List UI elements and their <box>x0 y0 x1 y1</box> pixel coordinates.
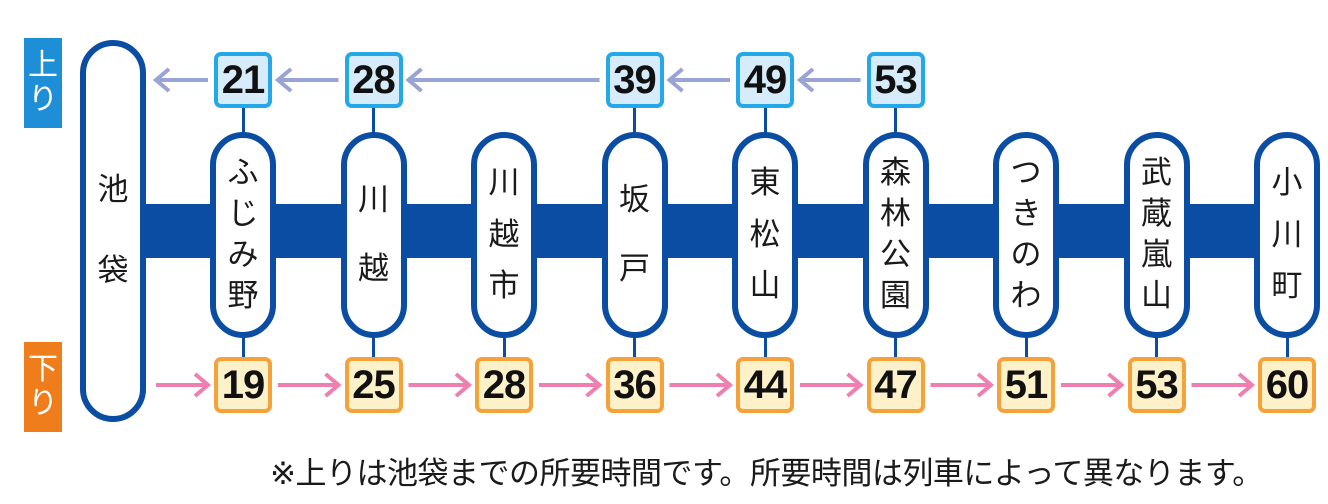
station-name-char: 山 <box>749 267 781 304</box>
down-time-box: 47 <box>866 357 925 413</box>
up-arrow <box>152 67 208 93</box>
station-name-char: 園 <box>880 278 911 314</box>
down-time-box: 60 <box>1258 357 1316 413</box>
up-time-box: 39 <box>605 52 664 108</box>
station-pill: 川越市 <box>471 132 537 338</box>
station-name-char: 坂 <box>619 182 650 219</box>
station-name-char: 公 <box>880 237 911 273</box>
origin-name-char-2: 袋 <box>97 252 129 289</box>
rail-line <box>140 204 1270 258</box>
up-time-box: 49 <box>736 52 794 108</box>
down-arrow <box>408 372 473 398</box>
station-name-char: 東 <box>749 165 781 202</box>
station-name-char: 武 <box>1141 155 1172 191</box>
up-direction-tag: 上 り <box>24 38 62 128</box>
down-arrow <box>1191 372 1256 398</box>
down-arrow <box>800 372 864 398</box>
station-pill: 川越 <box>340 132 407 338</box>
station-name-char: 川 <box>488 165 520 202</box>
down-arrow <box>669 372 734 398</box>
connector-down <box>633 336 636 360</box>
station-name-char: つ <box>1010 155 1042 191</box>
up-arrow <box>405 67 600 93</box>
down-time-box: 51 <box>997 357 1055 413</box>
up-tag-char-2: り <box>28 82 58 117</box>
station-name-char: 野 <box>227 278 259 314</box>
down-time-box: 28 <box>475 357 533 413</box>
origin-name-char-1: 池 <box>97 172 129 209</box>
down-arrow <box>1061 372 1125 398</box>
down-arrow <box>930 372 995 398</box>
station-name-char: 越 <box>488 216 520 253</box>
down-time-box: 53 <box>1127 357 1186 413</box>
down-time-box: 44 <box>736 357 794 413</box>
station-name-char: 松 <box>749 216 781 253</box>
station-name-char: 嵐 <box>1141 237 1172 273</box>
station-origin-ikebukuro: 池 袋 <box>80 40 146 422</box>
connector-down <box>894 336 897 360</box>
station-name-char: 川 <box>358 182 389 219</box>
station-name-char: わ <box>1010 278 1042 314</box>
station-name-char: 町 <box>1271 267 1303 304</box>
station-name-char: 市 <box>488 267 520 304</box>
up-tag-char-1: 上 <box>28 48 58 83</box>
up-arrow <box>666 67 730 93</box>
station-name-char: 小 <box>1271 165 1303 202</box>
station-pill: ふじみ野 <box>210 132 276 338</box>
station-name-char: 山 <box>1141 278 1172 314</box>
station-pill: 小川町 <box>1254 132 1320 338</box>
down-time-box: 19 <box>214 357 272 413</box>
up-time-box: 21 <box>214 52 272 108</box>
up-time-box: 28 <box>344 52 403 108</box>
station-name-char: み <box>227 237 259 273</box>
down-tag-char-1: 下 <box>28 352 58 387</box>
station-name-char: 蔵 <box>1141 196 1172 232</box>
up-time-box: 53 <box>866 52 925 108</box>
connector-down <box>1024 336 1028 360</box>
down-arrow <box>539 372 603 398</box>
connector-up <box>894 106 897 134</box>
station-pill: 坂戸 <box>601 132 668 338</box>
station-name-char: き <box>1010 196 1042 232</box>
station-name-char: ふ <box>227 155 259 191</box>
station-name-char: 川 <box>1271 216 1303 253</box>
connector-down <box>1155 336 1158 360</box>
down-arrow <box>156 372 212 398</box>
down-direction-tag: 下 り <box>24 342 62 432</box>
connector-up <box>372 106 375 134</box>
down-time-box: 25 <box>344 357 403 413</box>
station-pill: 東松山 <box>732 132 798 338</box>
station-name-char: じ <box>227 196 259 232</box>
connector-up <box>633 106 636 134</box>
station-name-char: 戸 <box>619 250 650 287</box>
up-arrow <box>274 67 339 93</box>
station-pill: 森林公園 <box>862 132 929 338</box>
connector-down <box>1285 336 1289 360</box>
down-time-box: 36 <box>605 357 664 413</box>
station-name-char: 越 <box>358 250 389 287</box>
connector-up <box>241 106 245 134</box>
station-pill: つきのわ <box>993 132 1059 338</box>
station-name-char: 森 <box>880 155 911 191</box>
connector-down <box>763 336 767 360</box>
connector-down <box>241 336 245 360</box>
connector-down <box>372 336 375 360</box>
down-tag-char-2: り <box>28 386 58 421</box>
station-name-char: 林 <box>880 196 911 232</box>
footnote: ※上りは池袋までの所要時間です。所要時間は列車によって異なります。 <box>270 456 1263 492</box>
station-pill: 武蔵嵐山 <box>1123 132 1190 338</box>
station-name-char: の <box>1010 237 1042 273</box>
connector-up <box>763 106 767 134</box>
connector-down <box>502 336 506 360</box>
down-arrow <box>278 372 342 398</box>
up-arrow <box>796 67 861 93</box>
